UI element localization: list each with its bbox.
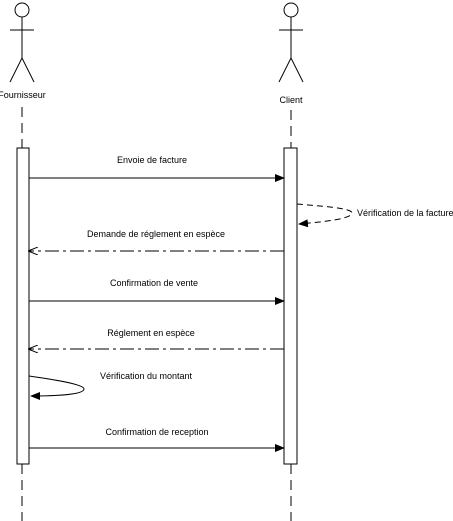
actor-label: Client — [279, 95, 303, 105]
message-confirmation-reception: Confirmation de reception — [29, 427, 285, 452]
activation-bar-client — [283, 147, 298, 465]
message-envoie-facture: Envoie de facture — [29, 155, 285, 182]
message-verification-facture: Vérification de la facture — [296, 203, 453, 228]
message-label: Vérification du montant — [100, 371, 193, 381]
stick-figure-icon — [278, 2, 304, 83]
self-message-arrow — [296, 203, 353, 228]
actor-client: Client — [278, 2, 304, 105]
message-verification-montant: Vérification du montant — [28, 371, 193, 400]
message-label: Confirmation de vente — [110, 278, 198, 288]
self-message-arrow — [28, 375, 85, 400]
message-label: Confirmation de reception — [105, 427, 208, 437]
actor-fournisseur: Fournisseur — [0, 2, 46, 100]
message-label: Vérification de la facture — [357, 208, 453, 218]
activation-bar-fournisseur — [16, 147, 30, 465]
message-reglement-espece: Réglement en espèce — [29, 328, 284, 349]
message-confirmation-vente: Confirmation de vente — [29, 278, 285, 305]
message-label: Demande de réglement en espèce — [87, 229, 225, 239]
message-label: Envoie de facture — [117, 155, 187, 165]
stick-figure-icon — [9, 2, 35, 83]
message-demande-reglement: Demande de réglement en espèce — [29, 229, 284, 251]
actor-label: Fournisseur — [0, 90, 46, 100]
message-label: Réglement en espèce — [107, 328, 195, 338]
